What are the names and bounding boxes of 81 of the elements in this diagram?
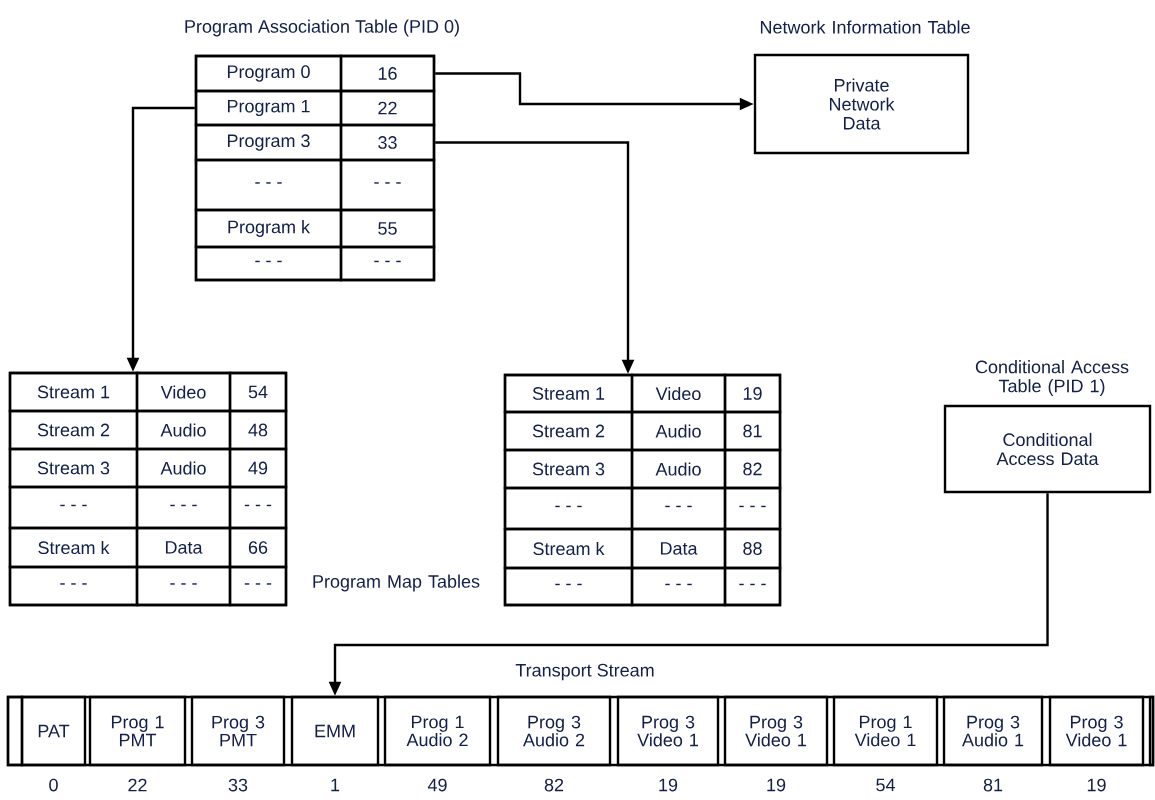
table-cell: - - - (630, 566, 727, 607)
table-cell: - - - (228, 565, 288, 607)
packet-cell: PAT (20, 695, 87, 767)
table-cell: Program 0 (194, 54, 343, 93)
table-cell: - - - (8, 485, 139, 530)
table-box (943, 360, 1152, 494)
table-cell: Video (135, 371, 232, 413)
table-title: Program Association Table (PID 0) (185, 19, 459, 37)
table-cell: 19 (723, 373, 782, 414)
table-cell: 55 (339, 208, 436, 249)
packet-cell: Prog 3 Video 1 (723, 695, 829, 767)
table-cell: 54 (228, 371, 288, 413)
table-cell: 33 (339, 123, 436, 162)
pid-number: 33 (228, 778, 248, 792)
partial-packet (1148, 695, 1155, 767)
table-cell: Stream 3 (8, 447, 139, 489)
pid-number: 22 (128, 778, 147, 792)
table-cell: Program k (194, 208, 343, 249)
packet-cell: EMM (290, 695, 380, 767)
caption-label: Program Map Tables (313, 574, 480, 592)
partial-packet (6, 695, 24, 767)
pid-number: 54 (876, 778, 895, 792)
table-cell: - - - (228, 485, 288, 530)
table-cell: Stream 2 (8, 409, 139, 451)
table-cell: Audio (135, 409, 232, 451)
table-cell: Stream k (8, 526, 139, 569)
table-cell: - - - (630, 486, 727, 531)
table-cell: - - - (503, 486, 634, 531)
table-cell: 82 (723, 448, 782, 490)
table-cell: 88 (723, 527, 782, 570)
table-box (753, 20, 970, 155)
packet-cell: Prog 1 Video 1 (832, 695, 939, 767)
table-cell: Stream 1 (8, 371, 139, 413)
table-cell: - - - (8, 565, 139, 607)
table-cell: - - - (194, 245, 343, 282)
table-cell: - - - (503, 566, 634, 607)
pid-number: 1 (331, 778, 340, 792)
table-cell: Data (135, 526, 232, 569)
table-cell: - - - (723, 486, 782, 531)
table-cell: Stream 2 (503, 410, 634, 452)
pid-number: 0 (49, 778, 58, 792)
table-cell: - - - (339, 245, 436, 282)
table-cell: Audio (630, 410, 727, 452)
table-cell: 16 (339, 54, 436, 93)
packet-cell: Prog 1 Audio 2 (383, 695, 492, 767)
box-text: Private Network Data (830, 78, 895, 130)
table-cell: 48 (228, 409, 288, 451)
pid-number: 19 (767, 778, 786, 792)
table-cell: Data (630, 527, 727, 570)
packet-cell: Prog 3 Audio 1 (942, 695, 1044, 767)
table-cell: Program 3 (194, 123, 343, 162)
packet-cell: Prog 3 Video 1 (1048, 695, 1145, 767)
table-cell: Video (630, 373, 727, 414)
pid-number: 82 (544, 778, 564, 792)
table-cell: - - - (135, 485, 232, 530)
table-cell: 22 (339, 89, 436, 127)
pid-number: 49 (427, 778, 447, 792)
table-cell: 49 (228, 447, 288, 489)
table-cell: - - - (194, 158, 343, 212)
table-cell: Stream 1 (503, 373, 634, 414)
table-cell: - - - (135, 565, 232, 607)
box-heading: Conditional Access Table (PID 1) (975, 360, 1129, 396)
pid-number: 19 (659, 778, 678, 792)
table-cell: Audio (135, 447, 232, 489)
pid-number: 81 (983, 778, 1003, 792)
packet-cell: Prog 3 Video 1 (616, 695, 720, 767)
packet-cell: Prog 3 PMT (190, 695, 286, 767)
stream-heading: Transport Stream (515, 663, 654, 681)
table-cell: Stream k (503, 527, 634, 570)
packet-cell: Prog 3 Audio 2 (496, 695, 612, 767)
table-cell: - - - (723, 566, 782, 607)
table-cell: 66 (228, 526, 288, 569)
box-text: Conditional Access Data (996, 432, 1099, 466)
packet-cell: Prog 1 PMT (88, 695, 187, 767)
table-cell: 81 (723, 410, 782, 452)
table-cell: Stream 3 (503, 448, 634, 490)
table-cell: Audio (630, 448, 727, 490)
pid-number: 19 (1087, 778, 1106, 792)
table-cell: Program 1 (194, 89, 343, 127)
box-heading: Network Information Table (760, 20, 970, 34)
table-cell: - - - (339, 158, 436, 212)
